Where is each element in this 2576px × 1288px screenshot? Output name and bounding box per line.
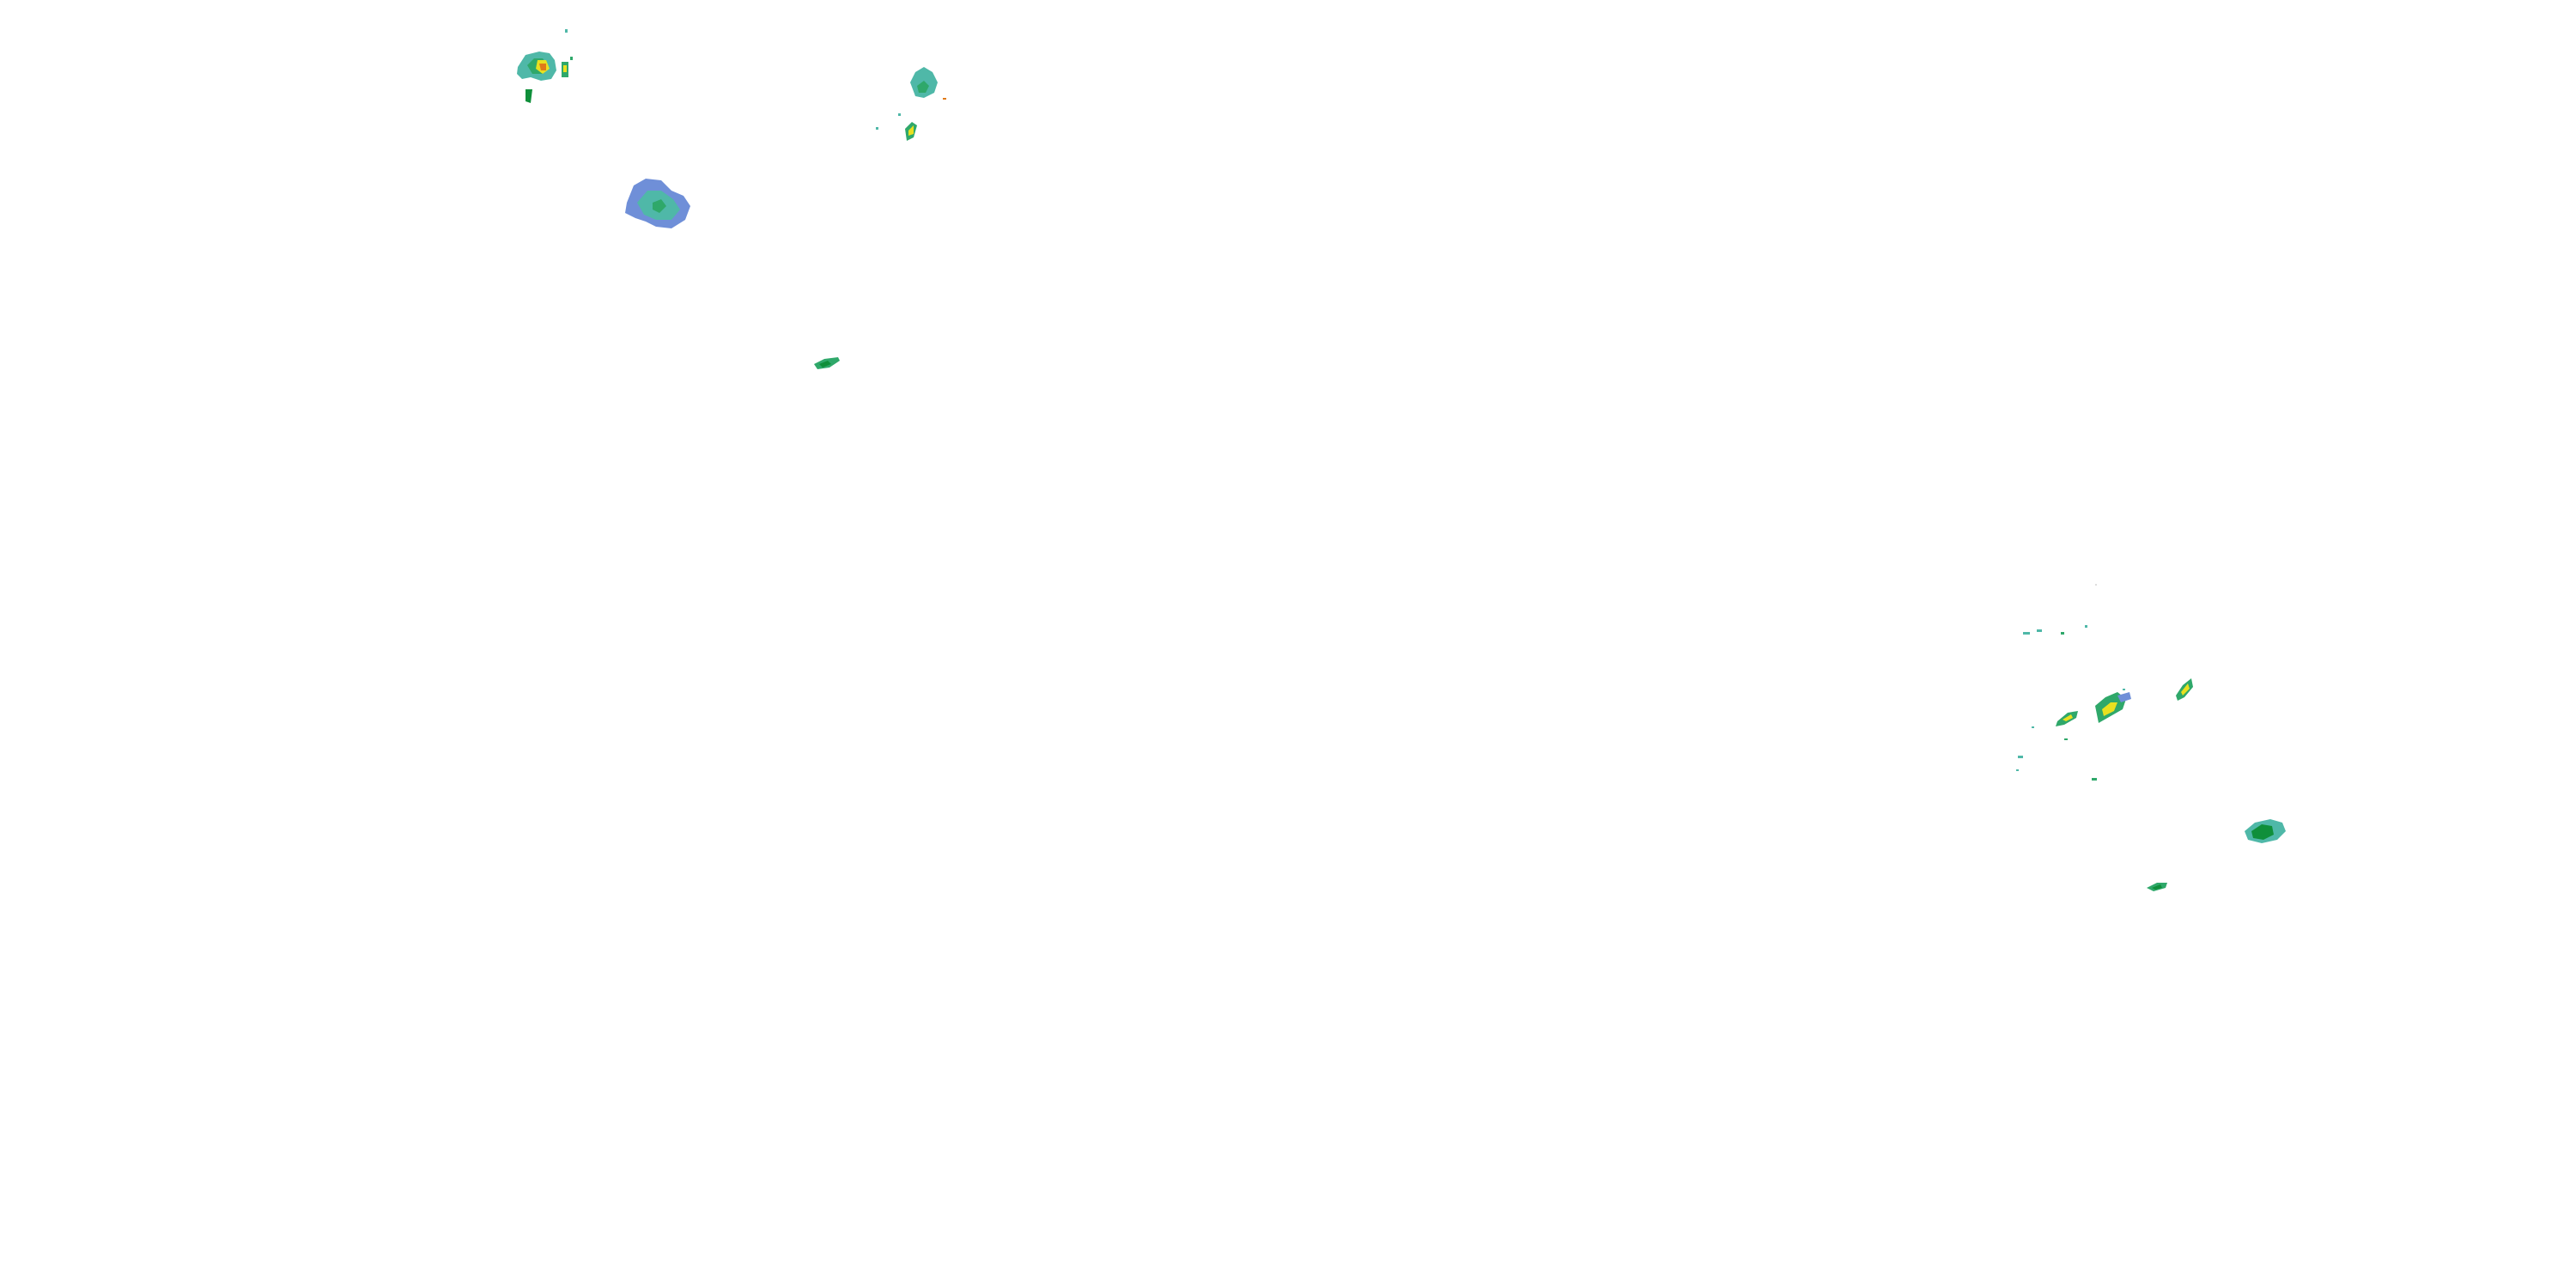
echo-cell-se-2 bbox=[2056, 711, 2078, 726]
echo-cell-nw-1 bbox=[517, 29, 573, 103]
echo-cell-se-3 bbox=[2176, 678, 2193, 701]
echo-cell-nw-2 bbox=[910, 67, 938, 98]
echo-cell-nw-4 bbox=[625, 179, 690, 228]
echo-cell-se-5 bbox=[2147, 883, 2167, 891]
echo-cell-nw-5 bbox=[814, 357, 840, 369]
echo-cell-se-4 bbox=[2245, 819, 2286, 843]
echo-cell-se-1 bbox=[2095, 692, 2131, 723]
echo-speckles bbox=[2016, 584, 2125, 781]
echo-cell-nw-3 bbox=[876, 98, 946, 141]
